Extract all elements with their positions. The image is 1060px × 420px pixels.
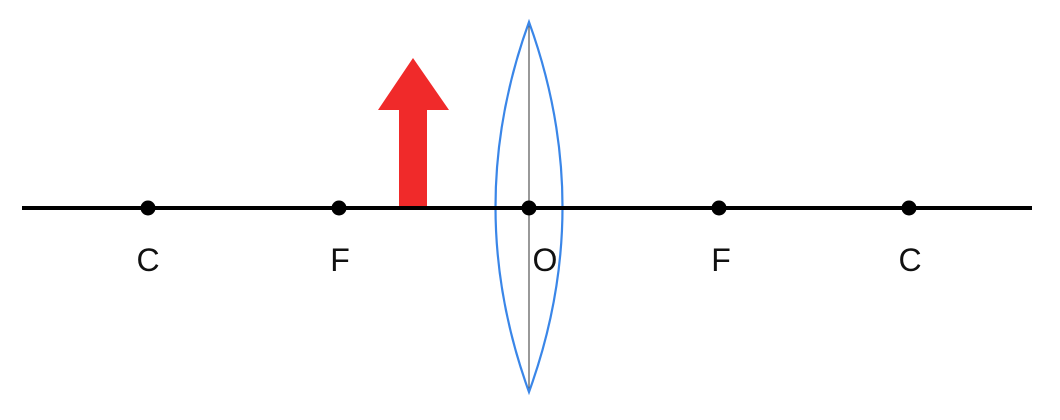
- label-c-left: C: [136, 242, 159, 278]
- label-f-right: F: [711, 242, 731, 278]
- point-f-left: [331, 200, 347, 216]
- object-arrow: [378, 58, 449, 206]
- point-o: [521, 200, 537, 216]
- convex-lens: [494, 18, 564, 396]
- point-c-left: [140, 200, 156, 216]
- label-f-left: F: [330, 242, 350, 278]
- point-c-right: [901, 200, 917, 216]
- label-c-right: C: [898, 242, 921, 278]
- label-o: O: [533, 242, 558, 278]
- point-f-right: [711, 200, 727, 216]
